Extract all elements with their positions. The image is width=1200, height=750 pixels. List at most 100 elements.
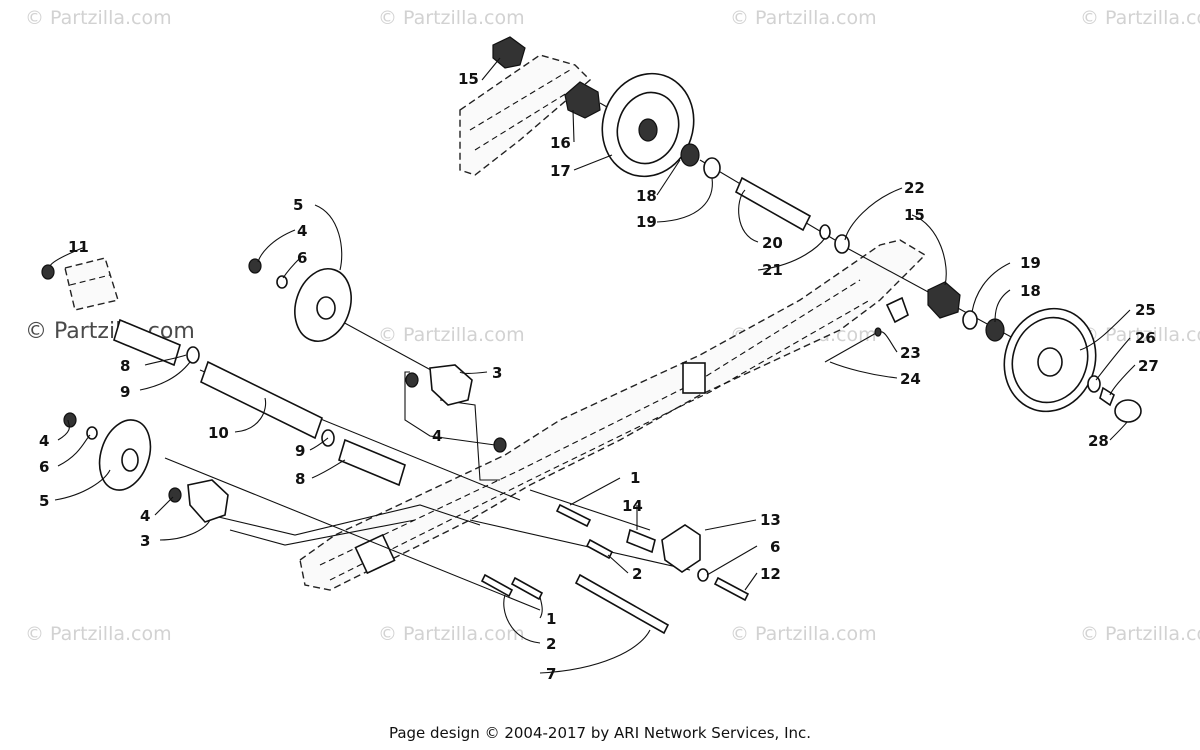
upper-rail	[459, 54, 592, 176]
arm-bracket-upper	[405, 364, 507, 453]
callout-19: 19	[1020, 254, 1041, 272]
bolt-icon	[585, 538, 614, 560]
washer-icon	[276, 275, 288, 289]
callout-20: 20	[762, 234, 783, 252]
main-rail	[299, 239, 927, 591]
snap-ring-icon	[186, 346, 200, 364]
callout-8: 8	[295, 470, 305, 488]
footer-copyright: Page design © 2004-2017 by ARI Network S…	[389, 724, 811, 742]
cross-shaft	[41, 264, 406, 487]
callout-6: 6	[770, 538, 780, 556]
arm-bracket-icon	[187, 479, 229, 523]
spacer-icon	[819, 224, 831, 240]
callout-17: 17	[550, 162, 571, 180]
axle-icon	[734, 176, 812, 232]
callout-15: 15	[458, 70, 479, 88]
callout-25: 25	[1135, 301, 1156, 319]
washer-icon	[697, 568, 709, 582]
cap-icon	[1114, 399, 1142, 423]
watermark: © Partzilla.com	[730, 7, 877, 29]
callout-5: 5	[293, 196, 303, 214]
bearing-icon	[985, 318, 1005, 342]
idler-spacer-icon	[564, 81, 601, 119]
callout-2: 2	[632, 565, 642, 583]
sleeve-icon	[113, 318, 181, 367]
mount-bracket-icon	[661, 524, 701, 573]
callout-labels: 15 16 17 18 19 20 21 22 15 19 18 25 26 2…	[39, 70, 1159, 683]
callout-18: 18	[1020, 282, 1041, 300]
callout-8: 8	[120, 357, 130, 375]
upper-wheel-assembly	[492, 36, 850, 254]
watermark: © Partzilla.com	[25, 623, 172, 645]
callout-16: 16	[550, 134, 571, 152]
watermark: © Partzilla.com	[730, 623, 877, 645]
callout-1: 1	[546, 610, 556, 628]
washer-icon	[834, 234, 850, 254]
watermark: © Partzilla.com	[378, 7, 525, 29]
nut-icon	[41, 264, 55, 280]
sleeve-icon	[338, 438, 406, 487]
callout-4: 4	[140, 507, 150, 525]
watermark: © Partzilla.com	[1080, 623, 1200, 645]
watermark: © Partzilla.com	[1080, 7, 1200, 29]
nut-icon	[405, 372, 419, 388]
nut-icon	[493, 437, 507, 453]
nut-icon	[248, 258, 262, 274]
long-bolt-icon	[574, 573, 670, 635]
callout-4: 4	[297, 222, 307, 240]
callout-18: 18	[636, 187, 657, 205]
bearing-icon	[680, 143, 700, 167]
bushing-icon	[626, 528, 656, 554]
shaft-icon	[200, 360, 323, 440]
callout-12: 12	[760, 565, 781, 583]
lower-left-wheel-assembly	[63, 412, 152, 491]
callout-6: 6	[297, 249, 307, 267]
callout-4: 4	[432, 427, 442, 445]
bolt-icon	[713, 576, 750, 602]
callout-6: 6	[39, 458, 49, 476]
callout-27: 27	[1138, 357, 1159, 375]
callout-9: 9	[120, 383, 130, 401]
fasteners	[480, 503, 750, 635]
callout-3: 3	[492, 364, 502, 382]
callout-23: 23	[900, 344, 921, 362]
watermark-layer: © Partzilla.com © Partzilla.com © Partzi…	[25, 7, 1200, 645]
watermark: © Partzilla.com	[378, 623, 525, 645]
callout-5: 5	[39, 492, 49, 510]
callout-4: 4	[39, 432, 49, 450]
callout-22: 22	[904, 179, 925, 197]
nut-icon	[63, 412, 77, 428]
watermark: © Partzilla.com	[25, 7, 172, 29]
washer-icon	[1087, 375, 1101, 393]
top-left-wheel-assembly	[248, 258, 352, 342]
callout-13: 13	[760, 511, 781, 529]
callout-2: 2	[546, 635, 556, 653]
callout-21: 21	[762, 261, 783, 279]
callout-7: 7	[546, 665, 556, 683]
idler-bracket-icon	[492, 36, 526, 69]
arm-bracket-lower	[168, 479, 229, 523]
arm-bracket-icon	[429, 364, 473, 406]
callout-1: 1	[630, 469, 640, 487]
callout-9: 9	[295, 442, 305, 460]
callout-19: 19	[636, 213, 657, 231]
idler-spacer-icon	[927, 281, 961, 319]
callout-14: 14	[622, 497, 643, 515]
callout-3: 3	[140, 532, 150, 550]
snap-ring-icon	[962, 310, 978, 330]
callout-15: 15	[904, 206, 925, 224]
callout-24: 24	[900, 370, 921, 388]
bolt-icon	[1099, 386, 1115, 407]
bolt-icon	[480, 573, 514, 598]
callout-10: 10	[208, 424, 229, 442]
callout-26: 26	[1135, 329, 1156, 347]
bolt-icon	[555, 503, 592, 528]
watermark: © Partzilla.com	[378, 324, 525, 346]
callout-28: 28	[1088, 432, 1109, 450]
leader-lines	[49, 57, 1136, 674]
left-rail	[64, 257, 119, 311]
bolt-icon	[510, 576, 544, 601]
callout-11: 11	[68, 238, 89, 256]
snap-ring-icon	[703, 157, 721, 179]
